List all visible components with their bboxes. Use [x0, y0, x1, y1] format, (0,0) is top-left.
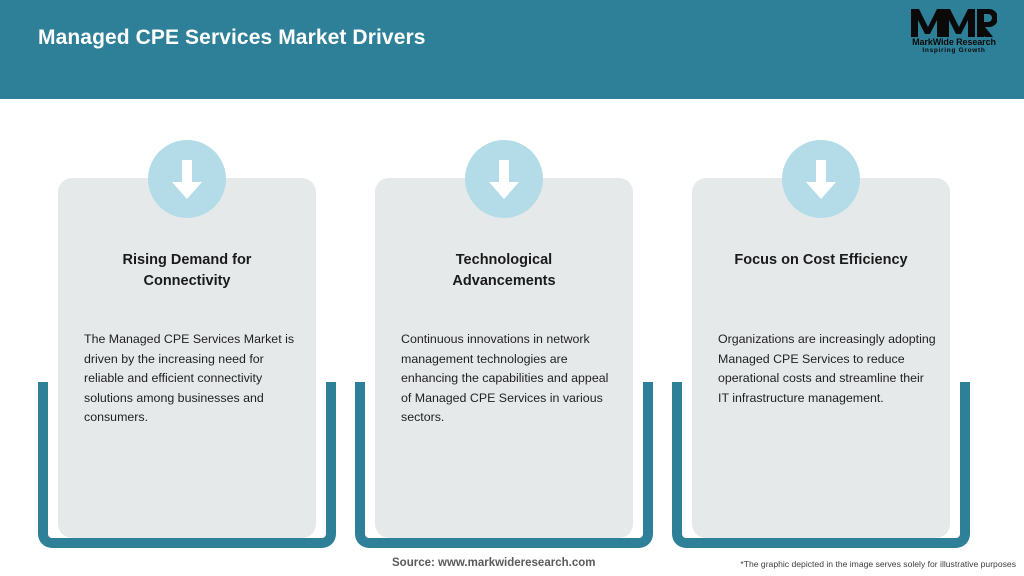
driver-card-3: Focus on Cost Efficiency Organizations a…: [672, 0, 970, 576]
card-accent-bracket: [38, 382, 336, 548]
driver-card-2: Technological Advancements Continuous in…: [355, 0, 653, 576]
card-accent-bracket: [355, 382, 653, 548]
disclaimer-note: *The graphic depicted in the image serve…: [740, 559, 1016, 569]
card-panel: Focus on Cost Efficiency Organizations a…: [692, 178, 950, 538]
card-accent-bracket: [672, 382, 970, 548]
card-body: Organizations are increasingly adopting …: [718, 332, 936, 405]
arrow-down-icon: [148, 140, 226, 218]
card-title: Rising Demand for Connectivity: [122, 252, 252, 289]
card-panel: Technological Advancements Continuous in…: [375, 178, 633, 538]
card-body: Continuous innovations in network manage…: [401, 332, 609, 425]
page-title: Managed CPE Services Market Drivers: [38, 26, 426, 49]
arrow-down-glyph: [806, 160, 836, 199]
card-title: Technological Advancements: [452, 252, 556, 289]
arrow-down-glyph: [172, 160, 202, 199]
driver-card-1: Rising Demand for Connectivity The Manag…: [38, 0, 336, 576]
source-label: Source: www.markwideresearch.com: [392, 557, 596, 569]
arrow-down-icon: [782, 140, 860, 218]
arrow-down-glyph: [489, 160, 519, 199]
card-title: Focus on Cost Efficiency: [734, 252, 908, 268]
mwr-logo-icon: [911, 9, 997, 37]
header-bar: Managed CPE Services Market Drivers Mark…: [0, 0, 1024, 99]
arrow-down-icon: [465, 140, 543, 218]
logo-tagline: Inspiring Growth: [922, 47, 986, 55]
card-panel: Rising Demand for Connectivity The Manag…: [58, 178, 316, 538]
logo-name: MarkWide Research: [912, 37, 996, 47]
card-body: The Managed CPE Services Market is drive…: [84, 332, 295, 425]
logo: MarkWide Research Inspiring Growth: [902, 8, 1006, 70]
